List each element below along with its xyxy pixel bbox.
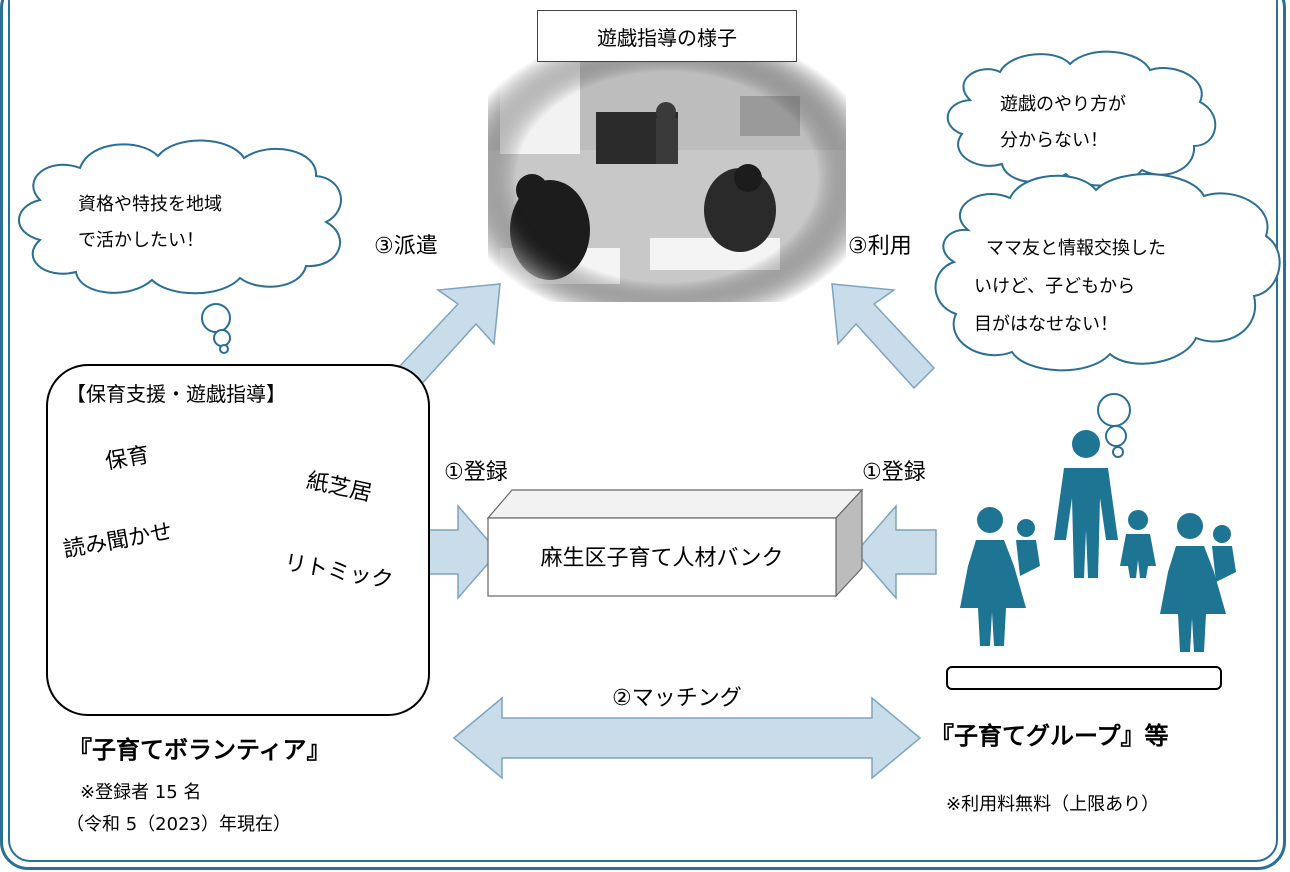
group-name: 『子育てグループ』等: [930, 722, 1169, 750]
group-name-plate: [946, 666, 1222, 690]
volunteer-thought-cloud: [18, 139, 342, 354]
use-label: ③利用: [848, 234, 912, 259]
volunteer-bubble-line1: 資格や特技を地域: [78, 194, 222, 215]
matching-label: ②マッチング: [612, 686, 742, 711]
parent-thought-cloud-main: [934, 173, 1281, 458]
family-icon: [960, 430, 1236, 652]
volunteer-date-note: （令和 5（2023）年現在）: [66, 814, 291, 835]
jinzai-bank-label: 麻生区子育て人材バンク: [540, 546, 784, 571]
activity-photo: [488, 52, 846, 302]
photo-caption: 遊戯指導の様子: [537, 10, 797, 62]
register-arrow-right: [855, 503, 937, 601]
volunteer-count-note: ※登録者 15 名: [80, 782, 202, 803]
use-arrow: [831, 283, 936, 390]
matching-arrow: [452, 696, 922, 780]
parent-bubble-top-line2: 分からない！: [1000, 130, 1108, 151]
volunteer-activity-box: [46, 364, 430, 716]
dispatch-label: ③派遣: [374, 234, 438, 259]
volunteer-bubble-line2: で活かしたい！: [78, 230, 204, 251]
parent-bubble-main-line2: いけど、子どもから: [974, 276, 1136, 297]
parent-bubble-main-line1: ママ友と情報交換した: [986, 238, 1166, 259]
volunteer-box-title: 【保育支援・遊戯指導】: [66, 382, 286, 406]
register-arrow-left: [417, 503, 499, 601]
group-fee-note: ※利用料無料（上限あり）: [946, 794, 1160, 815]
bank-box: [486, 488, 864, 598]
parent-bubble-top-line1: 遊戯のやり方が: [1000, 94, 1126, 115]
dispatch-arrow: [396, 283, 501, 390]
parent-thought-cloud-top: [946, 50, 1217, 187]
register-label-left: ①登録: [444, 460, 508, 485]
inner-frame: [8, 0, 1278, 862]
register-label-right: ①登録: [862, 460, 926, 485]
volunteer-name: 『子育てボランティア』: [68, 736, 331, 764]
parent-bubble-main-line3: 目がはなせない！: [974, 314, 1118, 335]
